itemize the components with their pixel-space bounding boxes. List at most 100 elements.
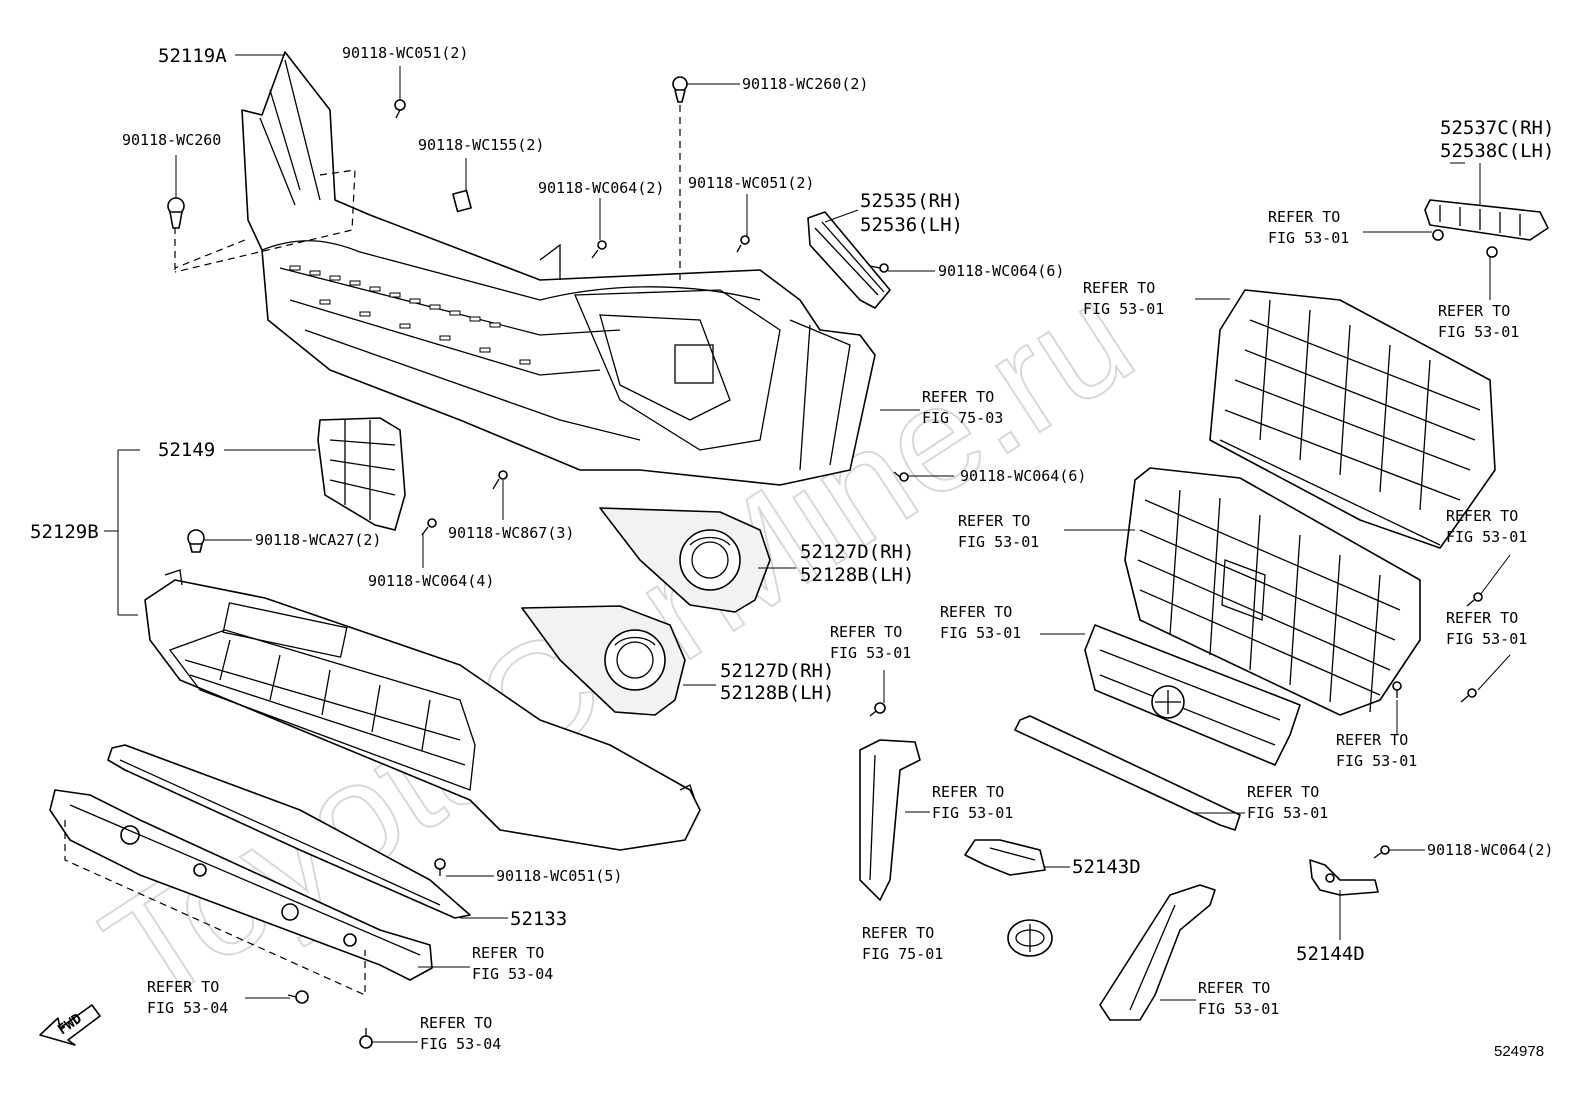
refer-o-line2: FIG 53-04: [472, 965, 553, 983]
clip-wc155: [452, 189, 472, 213]
refer-k-line2: FIG 53-01: [932, 804, 1013, 822]
label-wc051-5: 90118-WC051(5): [496, 867, 622, 885]
diagram-number: 524978: [1494, 1043, 1544, 1060]
bumper-cover-52119A: [174, 51, 876, 486]
label-52127D-1: 52127D(RH): [800, 541, 914, 563]
label-wc051-2b: 90118-WC051(2): [688, 174, 814, 192]
duct-52149: [317, 417, 406, 531]
bracket-52537C-52538C: [1424, 199, 1549, 258]
label-wc064-6a: 90118-WC064(6): [938, 262, 1064, 280]
refer-n-line1: REFER TO: [1198, 979, 1270, 997]
label-52536: 52536(LH): [860, 214, 963, 236]
grille-lower-piece: [1084, 624, 1301, 766]
lower-bumper-52129B: [144, 569, 701, 851]
refer-f-line1: REFER TO: [1446, 507, 1518, 525]
fog-cover-lower: [521, 605, 686, 716]
label-wc867: 90118-WC867(3): [448, 524, 574, 542]
screw-53-04-a: [287, 990, 309, 1004]
refer-n-line2: FIG 53-01: [1198, 1000, 1279, 1018]
label-52537C: 52537C(RH): [1440, 117, 1554, 139]
refer-f-line2: FIG 53-01: [1446, 528, 1527, 546]
label-52143D: 52143D: [1072, 856, 1141, 878]
leader-lines: [104, 54, 1511, 1043]
label-wca27: 90118-WCA27(2): [255, 531, 381, 549]
label-52128B-2: 52128B(LH): [720, 682, 834, 704]
labels: 52119A 90118-WC051(2) 90118-WC260(2) 901…: [30, 44, 1554, 1060]
screw-wc064-2b: [1373, 845, 1390, 859]
bracket-52144D: [1309, 859, 1379, 896]
label-52538C: 52538C(LH): [1440, 140, 1554, 162]
screw-wc064-4: [421, 518, 437, 536]
label-52129B: 52129B: [30, 521, 99, 543]
refer-l-line1: REFER TO: [1247, 783, 1319, 801]
screws-right-side: [1392, 592, 1483, 703]
label-wc260: 90118-WC260: [122, 131, 221, 149]
refer-m-line2: FIG 75-01: [862, 945, 943, 963]
label-52127D-2: 52127D(RH): [720, 660, 834, 682]
reinforcement-lower: [49, 789, 433, 996]
grille-main: [1124, 467, 1421, 716]
side-bracket-left: [859, 739, 921, 901]
refer-j-line2: FIG 53-01: [1336, 752, 1417, 770]
screw-wc867: [492, 470, 508, 490]
grille-upper-assembly: [1209, 289, 1496, 549]
fog-cover-upper: [599, 507, 771, 613]
strip-52133: [107, 744, 471, 919]
clip-wc260-left: [167, 197, 185, 229]
emblem-75-01: [1007, 919, 1053, 957]
label-52119A: 52119A: [158, 45, 227, 67]
refer-q-line2: FIG 53-04: [420, 1035, 501, 1053]
refer-e-line2: FIG 53-01: [958, 533, 1039, 551]
grille-molding-strip: [1014, 715, 1241, 831]
label-52149: 52149: [158, 439, 215, 461]
bracket-52143D: [964, 839, 1046, 876]
refer-k-line1: REFER TO: [932, 783, 1004, 801]
refer-o-line1: REFER TO: [472, 944, 544, 962]
refer-e-line1: REFER TO: [958, 512, 1030, 530]
fwd-arrow-icon: FWD: [39, 1004, 101, 1046]
refer-h-line1: REFER TO: [1446, 609, 1518, 627]
screw-wc051-b: [736, 235, 750, 253]
clip-wca27: [187, 529, 205, 553]
refer-a-line1: REFER TO: [1268, 208, 1340, 226]
screw-wc064-6b: [893, 471, 909, 482]
screw-wc051-5: [434, 858, 446, 876]
label-wc064-4: 90118-WC064(4): [368, 572, 494, 590]
bumper-grille-slots: [289, 265, 531, 365]
refer-i-line2: FIG 53-01: [830, 644, 911, 662]
screw-wc064-a: [591, 240, 607, 259]
label-52144D: 52144D: [1296, 943, 1365, 965]
refer-l-line2: FIG 53-01: [1247, 804, 1328, 822]
refer-j-line1: REFER TO: [1336, 731, 1408, 749]
refer-c-line2: FIG 53-01: [1438, 323, 1519, 341]
refer-d-line2: FIG 75-03: [922, 409, 1003, 427]
refer-g-line1: REFER TO: [940, 603, 1012, 621]
refer-h-line2: FIG 53-01: [1446, 630, 1527, 648]
refer-d-line1: REFER TO: [922, 388, 994, 406]
refer-b-line1: REFER TO: [1083, 279, 1155, 297]
label-wc064-2a: 90118-WC064(2): [538, 179, 664, 197]
label-52535: 52535(RH): [860, 190, 963, 212]
refer-m-line1: REFER TO: [862, 924, 934, 942]
fastener-wc051-top: [394, 99, 406, 119]
screw-53-04-b: [359, 1028, 373, 1049]
label-52133: 52133: [510, 908, 567, 930]
clip-wc260-top: [672, 76, 688, 280]
label-52128B-1: 52128B(LH): [800, 564, 914, 586]
bracket-52535-52536: [807, 211, 891, 309]
refer-g-line2: FIG 53-01: [940, 624, 1021, 642]
refer-i-line1: REFER TO: [830, 623, 902, 641]
label-wc260-2: 90118-WC260(2): [742, 75, 868, 93]
refer-c-line1: REFER TO: [1438, 302, 1510, 320]
refer-q-line1: REFER TO: [420, 1014, 492, 1032]
label-wc051-2: 90118-WC051(2): [342, 44, 468, 62]
label-wc064-6b: 90118-WC064(6): [960, 467, 1086, 485]
refer-p-line2: FIG 53-04: [147, 999, 228, 1017]
refer-p-line1: REFER TO: [147, 978, 219, 996]
screw-53-01-mid: [869, 702, 886, 717]
label-wc064-2b: 90118-WC064(2): [1427, 841, 1553, 859]
refer-b-line2: FIG 53-01: [1083, 300, 1164, 318]
label-wc155-2: 90118-WC155(2): [418, 136, 544, 154]
refer-a-line2: FIG 53-01: [1268, 229, 1349, 247]
